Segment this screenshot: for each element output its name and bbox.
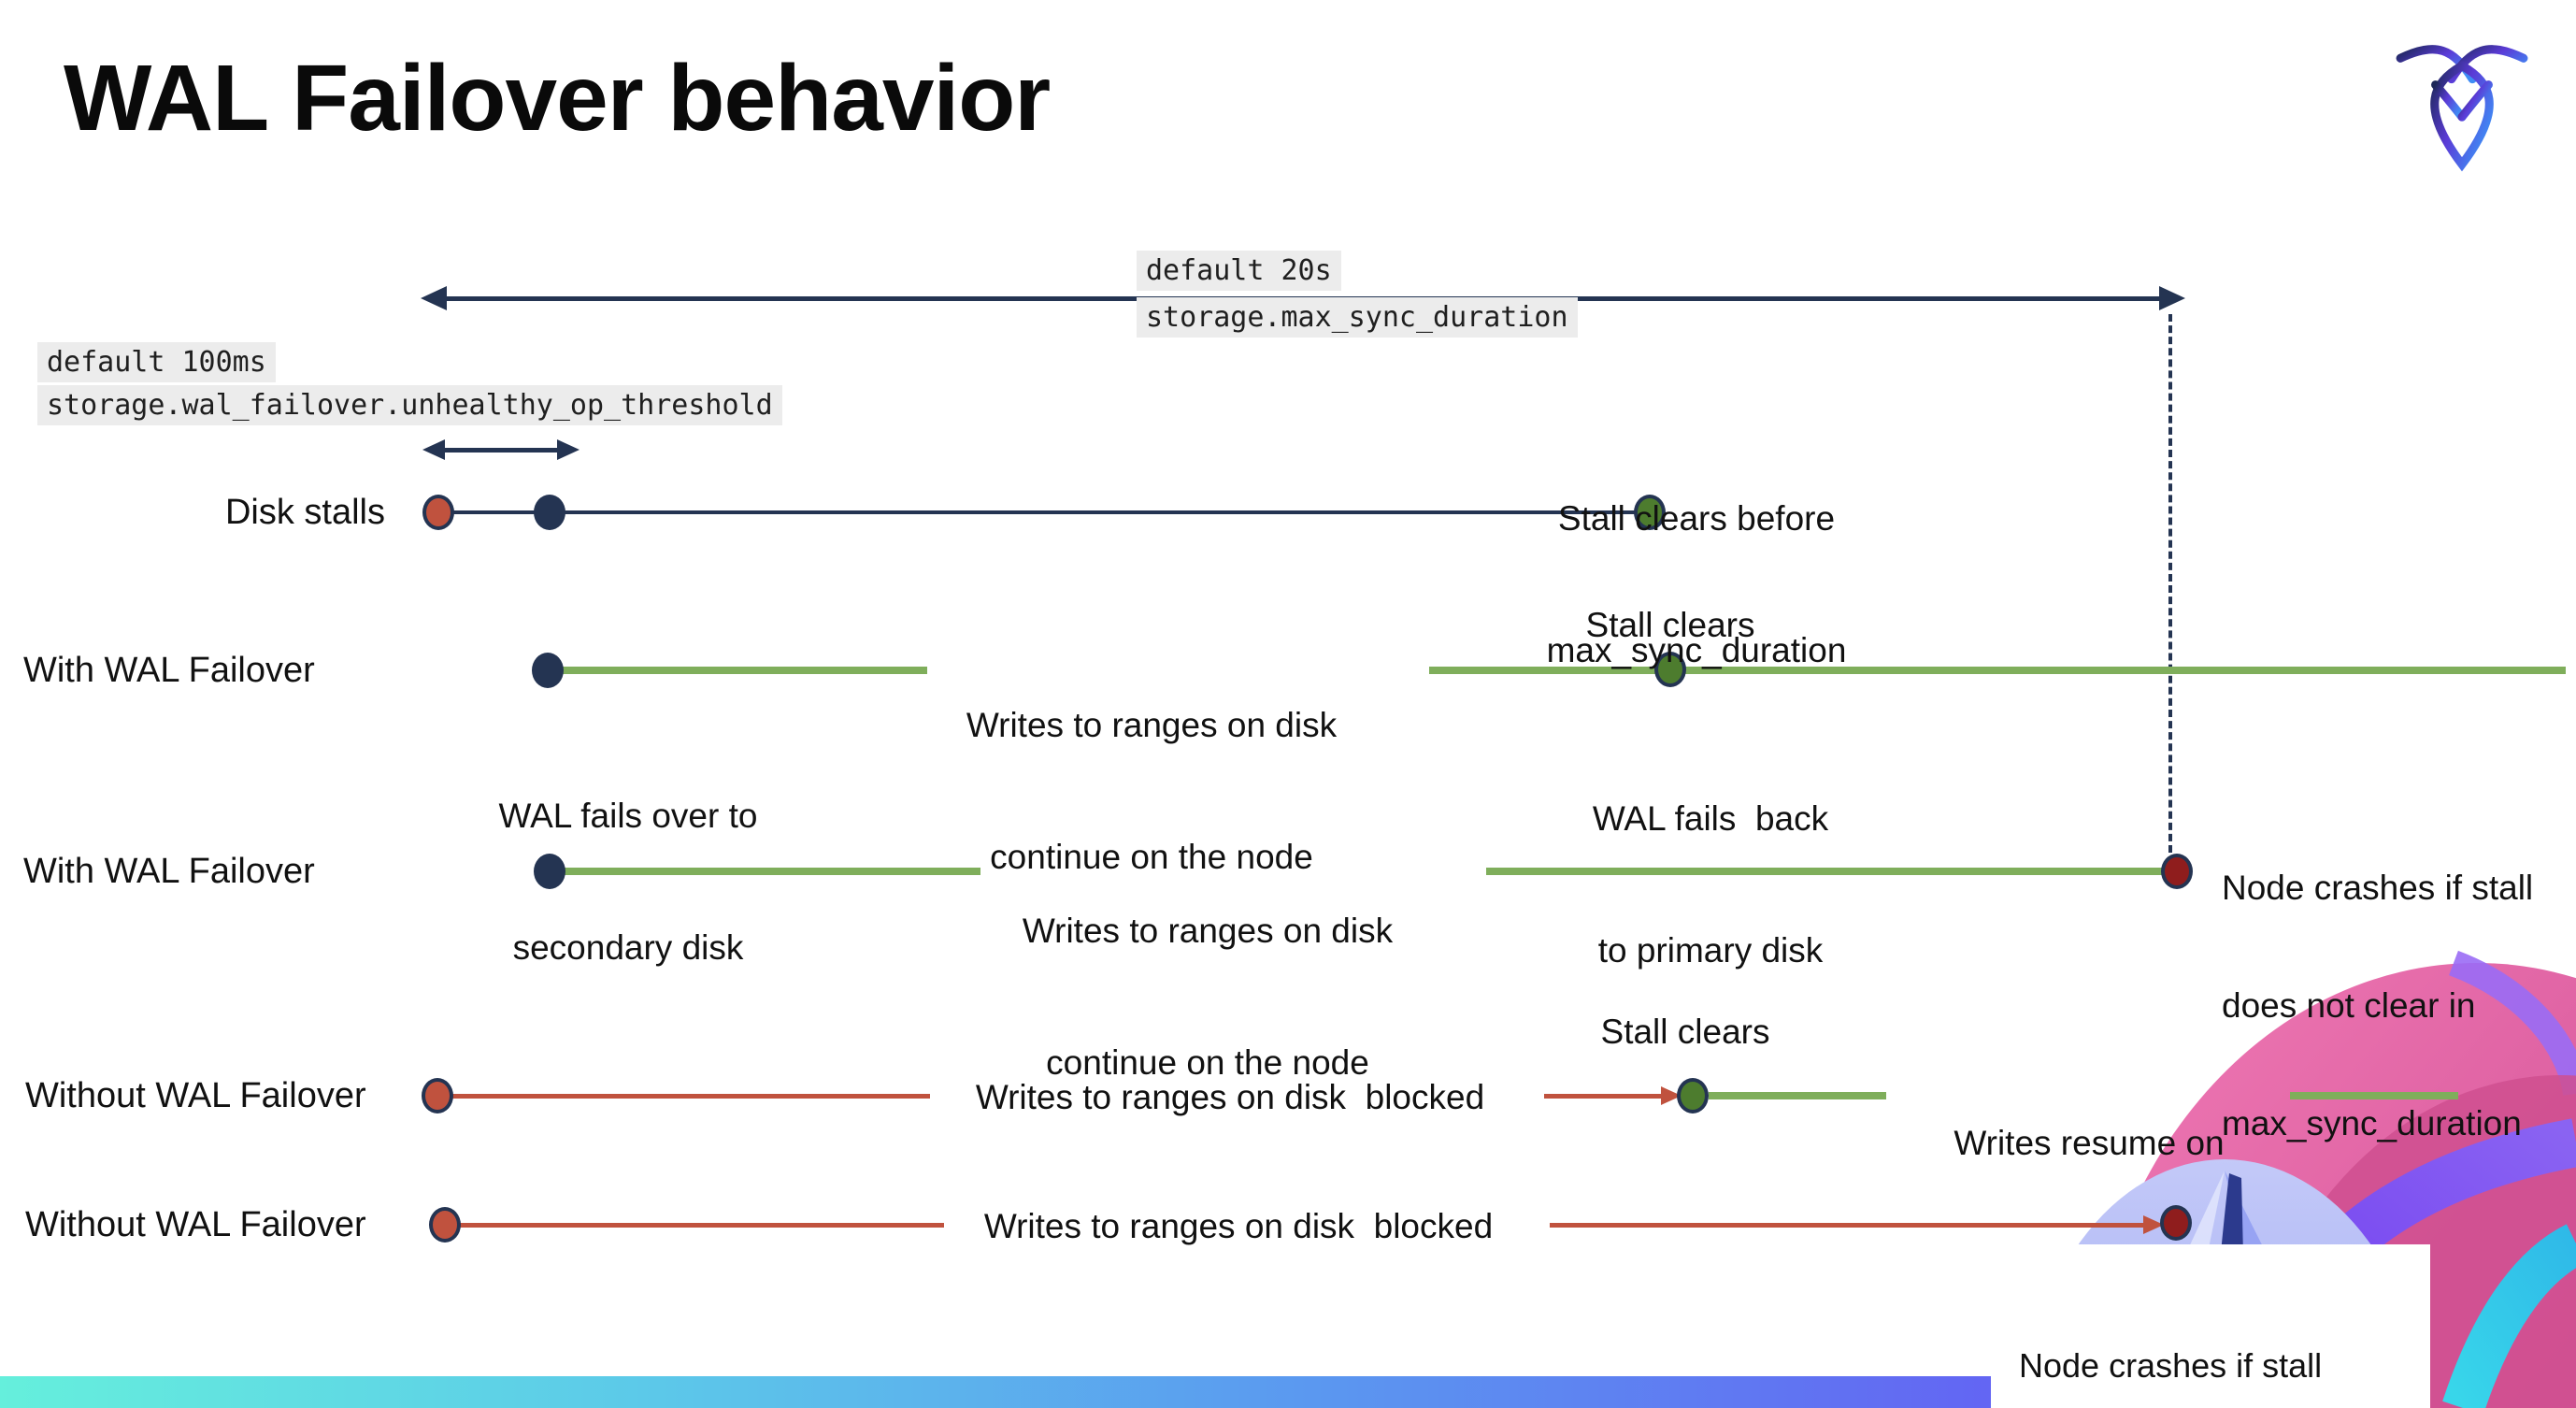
annotation-line: max_sync_duration <box>2222 1104 2522 1142</box>
annotation-line: Writes to ranges on disk <box>966 706 1338 744</box>
annotation-line: WAL fails back <box>1592 799 1829 838</box>
max-sync-default-label: default 20s <box>1137 251 1341 291</box>
row-label-with-wal-failover-2: With WAL Failover <box>23 852 315 891</box>
row2-failover-annotation: WAL fails over to secondary disk <box>499 706 758 1057</box>
row5-crash-annotation: Node crashes if stall does not clear in … <box>2019 1265 2322 1408</box>
annotation-line: Writes resume on <box>1953 1124 2225 1162</box>
threshold-arrowhead-left-icon <box>422 439 445 460</box>
threshold-default-label: default 100ms <box>37 342 276 382</box>
row4-red-arrowhead-icon <box>1661 1086 1682 1105</box>
threshold-arrowhead-right-icon <box>557 439 580 460</box>
row5-red-arrowhead-icon <box>2143 1215 2164 1234</box>
stall-clears-before-annotation: Stall clears before max_sync_duration <box>1547 409 1847 760</box>
annotation-line: max_sync_duration <box>1546 631 1847 669</box>
row2-writes-annotation: Writes to ranges on disk continue on the… <box>966 615 1337 967</box>
annotation-line: secondary disk <box>512 928 744 967</box>
row3-failover-dot <box>534 854 565 889</box>
row-label-with-wal-failover-1: With WAL Failover <box>23 651 315 690</box>
row4-stall-clears-annotation: Stall clears <box>1600 1013 1770 1051</box>
row3-crash-dot <box>2161 854 2193 889</box>
row2-green-line-a <box>551 667 927 674</box>
row-label-disk-stalls: Disk stalls <box>224 493 385 532</box>
row5-crash-dot <box>2160 1205 2192 1241</box>
max-sync-setting-label: storage.max_sync_duration <box>1137 297 1578 338</box>
annotation-line: WAL fails over to <box>498 797 758 835</box>
annotation-line: Node crashes if stall <box>2222 869 2534 907</box>
row3-green-line-b <box>1486 868 2177 875</box>
disk-stall-timeline <box>438 510 1650 514</box>
annotation-line: does not clear in <box>2222 986 2476 1025</box>
annotation-line: continue on the node <box>1046 1043 1369 1082</box>
row4-green-line-b <box>2290 1092 2458 1099</box>
annotation-line: continue on the node <box>990 838 1313 876</box>
annotation-line: to primary disk <box>1597 931 1824 970</box>
row2-failback-annotation: WAL fails back to primary disk <box>1593 709 1828 1060</box>
row5-red-line-a <box>445 1223 944 1228</box>
page-title: WAL Failover behavior <box>64 46 1051 151</box>
row5-crash-callout: Node crashes if stall does not clear in … <box>1991 1244 2430 1408</box>
row3-writes-annotation: Writes to ranges on disk continue on the… <box>1023 821 1393 1172</box>
row4-red-line-a <box>437 1094 930 1099</box>
row3-crash-annotation: Node crashes if stall does not clear in … <box>2222 790 2533 1222</box>
stall-start-dot <box>422 495 454 530</box>
row-label-without-wal-failover-1: Without WAL Failover <box>25 1076 366 1115</box>
row2-failover-dot <box>532 653 564 688</box>
row5-red-line-b <box>1550 1223 2145 1228</box>
row5-stall-start-dot <box>429 1207 461 1243</box>
row5-blocked-annotation: Writes to ranges on disk blocked <box>983 1207 1494 1245</box>
row4-red-line-b <box>1544 1094 1661 1099</box>
row3-green-line-a <box>553 868 980 875</box>
row2-green-line-b <box>1429 667 2566 674</box>
row-label-without-wal-failover-2: Without WAL Failover <box>25 1205 366 1244</box>
arrowhead-left-icon <box>421 286 447 310</box>
row4-stall-clear-dot <box>1677 1078 1709 1113</box>
arrowhead-right-icon <box>2159 286 2185 310</box>
row2-stall-clears-annotation: Stall clears <box>1585 606 1755 644</box>
annotation-line: Writes to ranges on disk <box>1022 912 1394 950</box>
row2-stall-clear-dot <box>1654 652 1686 687</box>
cockroachdb-logo-icon <box>2396 45 2528 172</box>
row4-stall-start-dot <box>422 1078 453 1113</box>
annotation-line: Node crashes if stall <box>2019 1346 2323 1385</box>
stall-clear-dot <box>1634 495 1666 530</box>
max-sync-dashed-dropline <box>2168 314 2172 853</box>
row4-blocked-annotation: Writes to ranges on disk blocked <box>975 1078 1485 1116</box>
failover-threshold-dot <box>534 495 565 530</box>
threshold-setting-label: storage.wal_failover.unhealthy_op_thresh… <box>37 385 782 425</box>
row4-green-line-a <box>1709 1092 1886 1099</box>
annotation-line: Stall clears before <box>1557 499 1836 538</box>
threshold-arrow-line <box>437 448 561 453</box>
